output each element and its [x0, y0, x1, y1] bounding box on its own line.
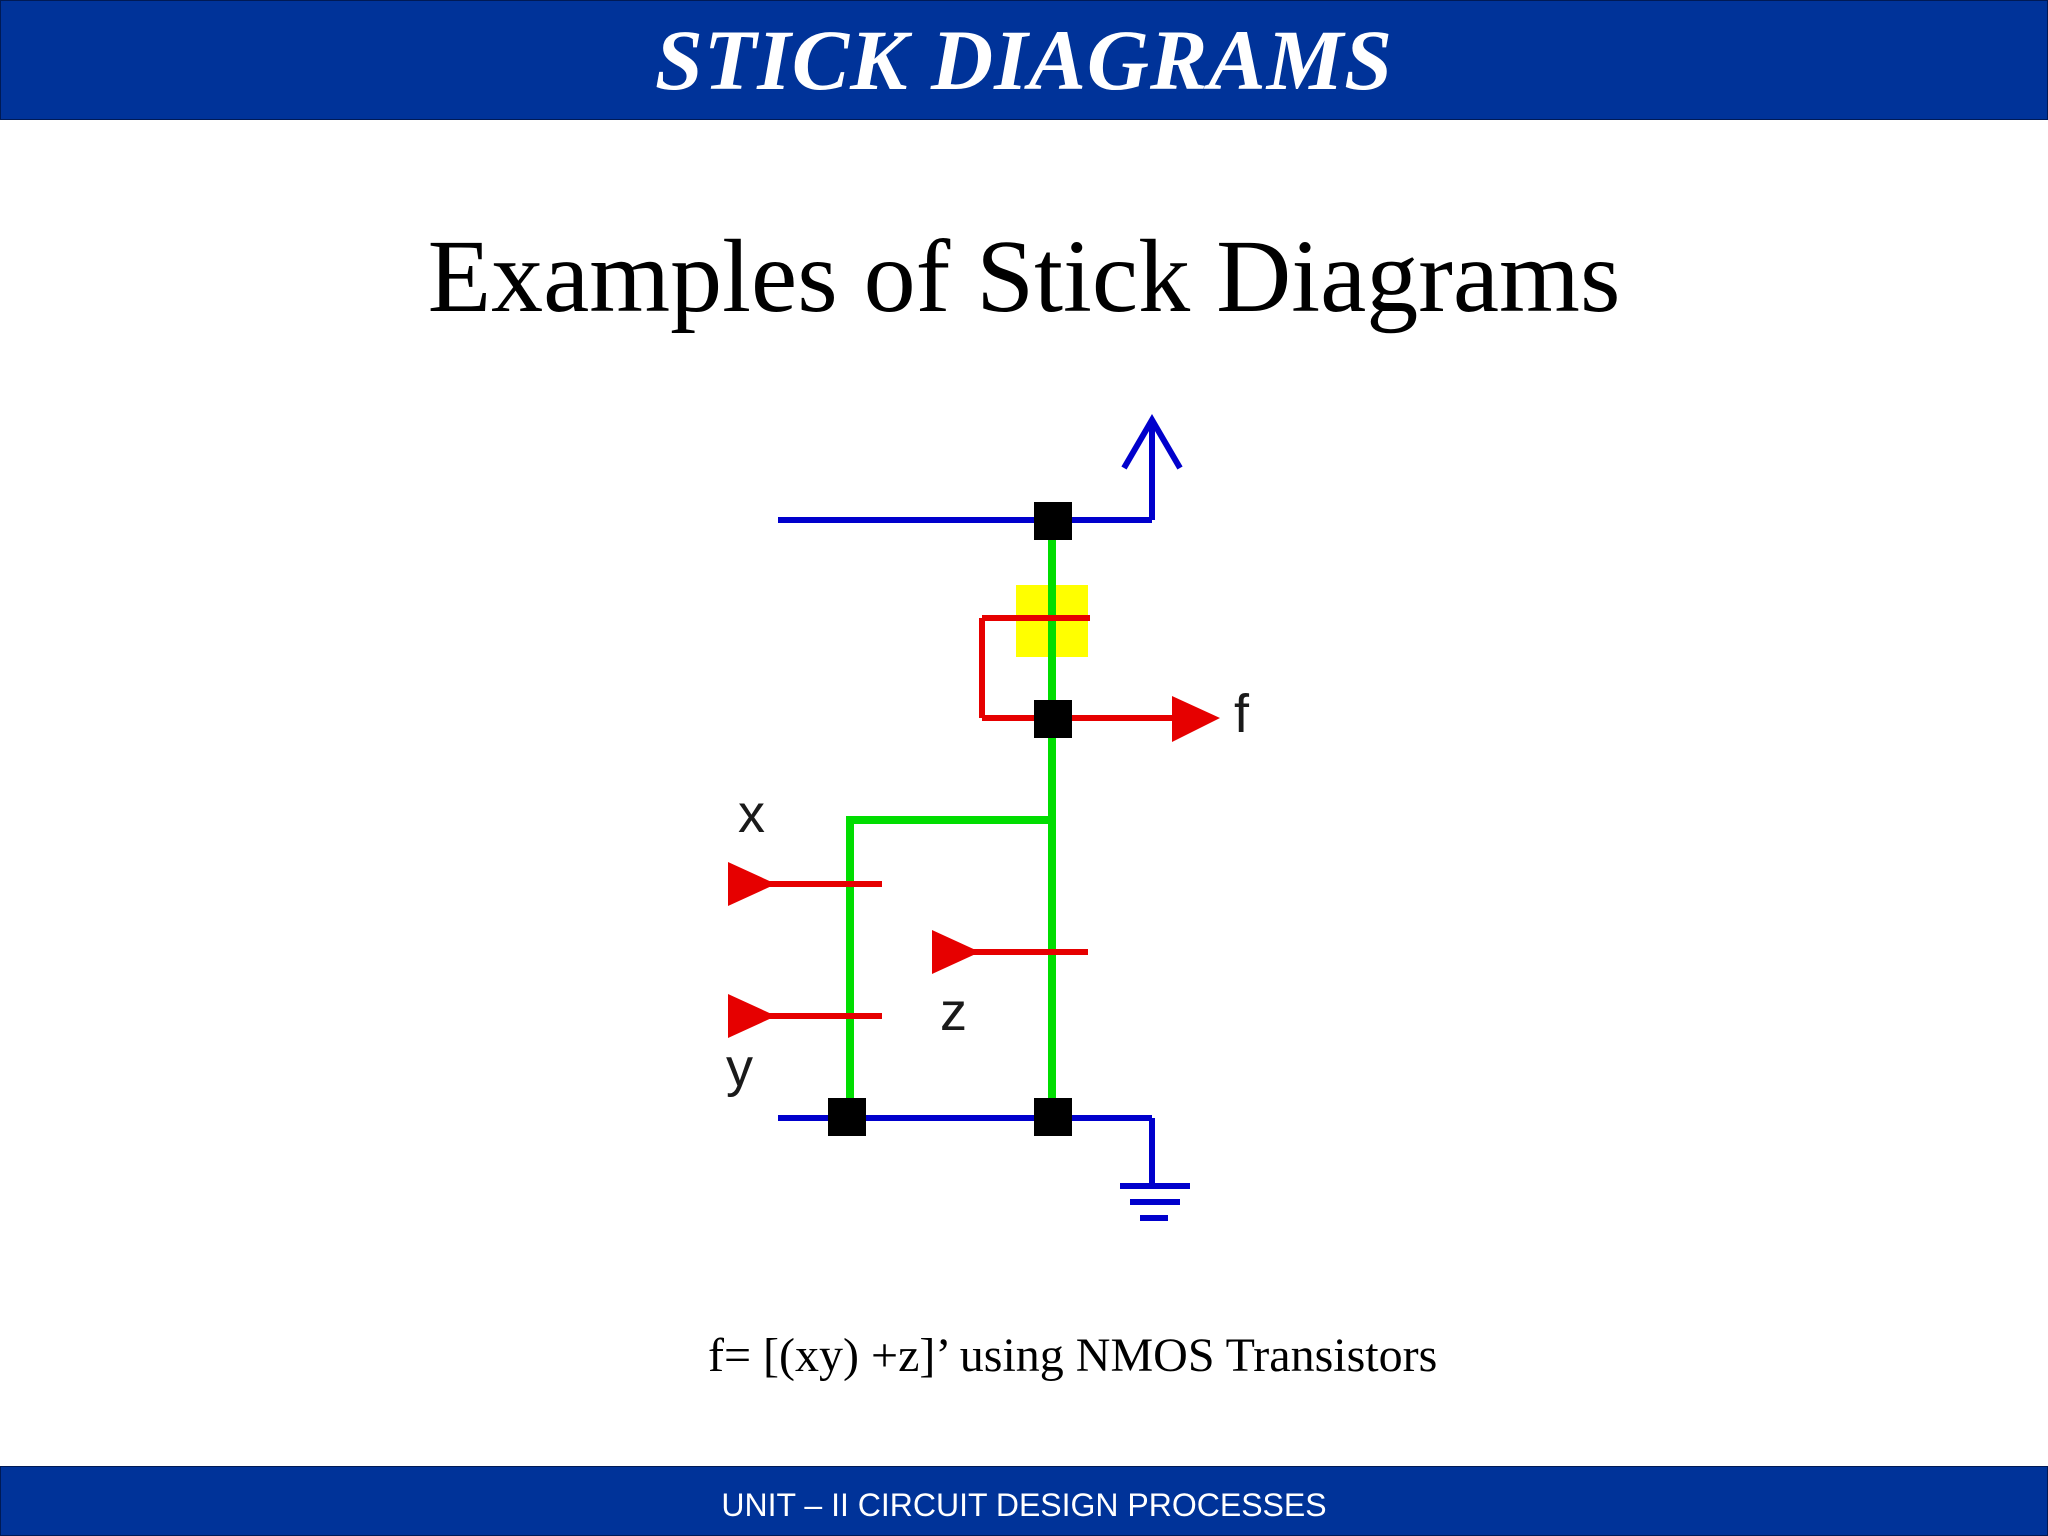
diagram-caption: f= [(xy) +z]’ using NMOS Transistors	[708, 1329, 1438, 1382]
top-banner: STICK DIAGRAMS	[0, 0, 2048, 120]
contacts	[828, 502, 1072, 1136]
input-arrow-icon	[728, 862, 776, 906]
vdd-arrow-icon	[1121, 414, 1183, 470]
label-f: f	[1234, 684, 1250, 744]
footer-text: UNIT – II CIRCUIT DESIGN PROCESSES	[721, 1487, 1327, 1523]
ground-icon	[1120, 1183, 1190, 1221]
contact-output	[1034, 700, 1072, 738]
label-x: x	[738, 784, 765, 844]
label-z: z	[940, 982, 967, 1042]
bottom-banner: UNIT – II CIRCUIT DESIGN PROCESSES	[0, 1466, 2048, 1536]
contact-gnd-right	[1034, 1098, 1072, 1136]
input-arrow-icon	[728, 994, 776, 1038]
contact-vdd	[1034, 502, 1072, 540]
diffusion-left-branch	[846, 816, 1056, 1122]
input-arrow-icon	[932, 930, 980, 974]
output-arrow-icon	[1172, 696, 1220, 742]
banner-title: STICK DIAGRAMS	[654, 12, 1394, 108]
metal-paths	[778, 422, 1155, 1184]
label-y: y	[726, 1038, 753, 1098]
slide-title: Examples of Stick Diagrams	[427, 219, 1621, 334]
contact-gnd-left	[828, 1098, 866, 1136]
